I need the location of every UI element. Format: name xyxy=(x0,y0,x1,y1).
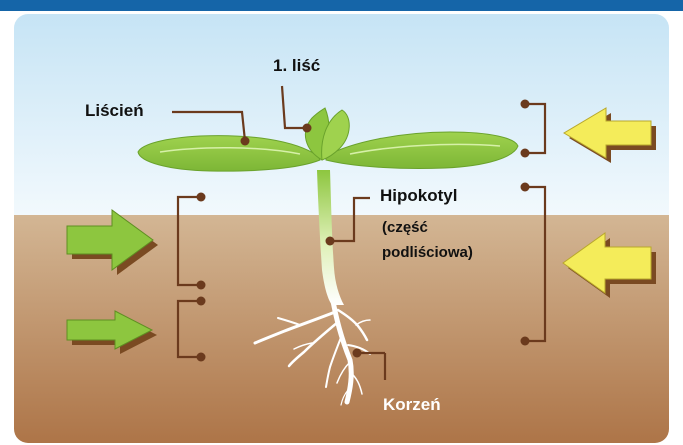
cotyledon-label: Liścień xyxy=(85,101,144,121)
hypocotyl-label: Hipokotyl xyxy=(380,186,457,206)
first-leaf-label: 1. liść xyxy=(273,56,320,76)
root-label: Korzeń xyxy=(383,395,441,415)
hypocotyl-note-line1: (część xyxy=(382,219,428,236)
top-bar xyxy=(0,0,683,11)
hypocotyl-note-line2: podliściowa) xyxy=(382,244,473,261)
